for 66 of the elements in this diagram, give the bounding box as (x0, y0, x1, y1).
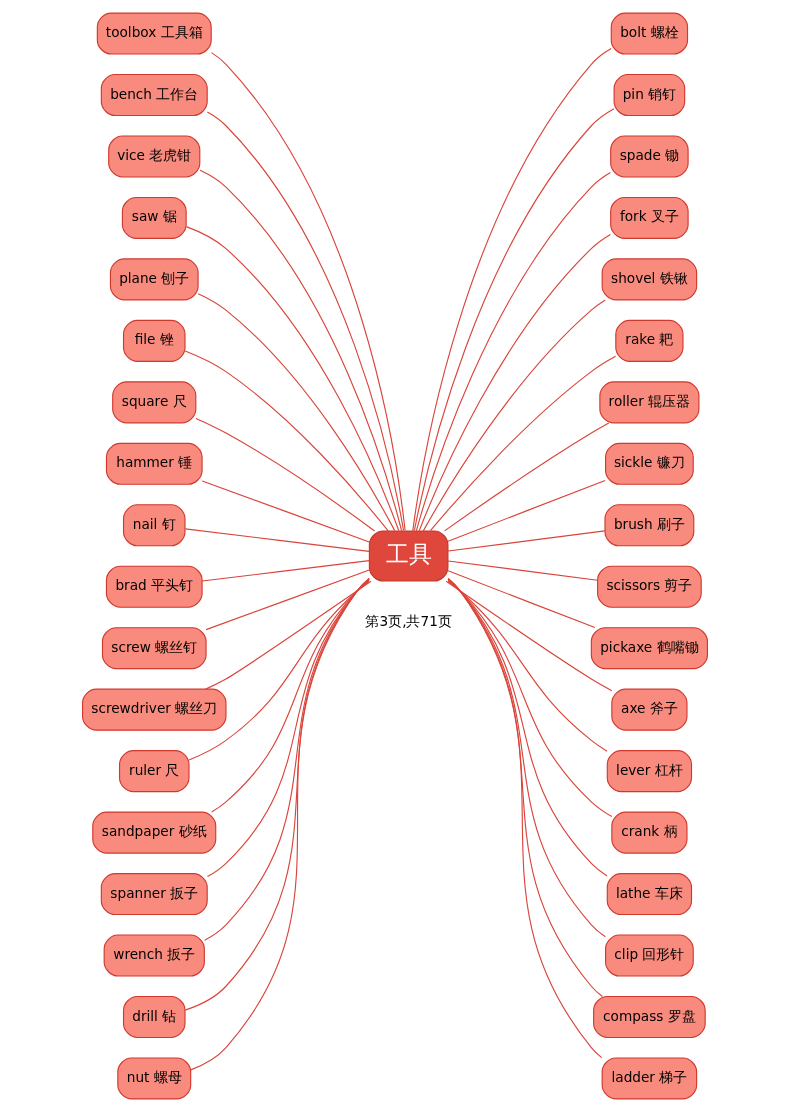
connector (447, 578, 608, 877)
connector (199, 169, 402, 532)
node-box: pin 销钉 (613, 73, 685, 117)
connector (443, 422, 609, 532)
connector (187, 580, 370, 761)
node-box: nail 钉 (122, 504, 186, 547)
node-box: screwdriver 螺丝刀 (81, 688, 227, 731)
connector (203, 578, 370, 941)
node-box: brush 刷子 (603, 504, 694, 547)
node-box: scissors 剪子 (596, 565, 702, 608)
connector (415, 172, 611, 532)
node-box: ladder 梯子 (601, 1057, 697, 1100)
connector (197, 293, 395, 532)
connector (210, 579, 370, 813)
connector (446, 578, 606, 938)
node-box: fork 叉子 (609, 196, 689, 239)
node-box: sickle 镰刀 (604, 442, 694, 485)
connector (184, 528, 370, 552)
connector (185, 226, 399, 532)
connector (205, 569, 370, 631)
node-box: file 锉 (122, 319, 186, 362)
label: 第3页,共71页 (364, 612, 452, 629)
node-box: bench 工作台 (100, 73, 208, 117)
node-box: brad 平头钉 (105, 565, 203, 608)
connector (194, 417, 375, 532)
node-box: bolt 螺栓 (610, 12, 688, 55)
node-box: spanner 扳子 (100, 873, 208, 916)
connector (447, 570, 595, 629)
node-box: axe 斧子 (610, 688, 688, 731)
node-box: hammer 锤 (105, 442, 203, 485)
node-box: rake 耙 (614, 319, 684, 362)
node-box: saw 锯 (121, 196, 187, 239)
connector (206, 578, 370, 878)
node-box: vice 老虎钳 (107, 135, 200, 178)
node-box: compass 罗盘 (592, 995, 706, 1039)
node-box: square 尺 (111, 381, 196, 424)
node-box: plane 刨子 (109, 258, 199, 301)
node-box: lever 杠杆 (606, 750, 692, 793)
connector (447, 560, 598, 581)
node-box: sandpaper 砂纸 (91, 811, 216, 854)
connector (429, 355, 616, 532)
node-box: toolbox 工具箱 (96, 12, 212, 55)
connector (445, 580, 612, 692)
connector (201, 560, 370, 582)
connector (422, 299, 606, 532)
node-box: roller 辊压器 (598, 381, 699, 424)
node-box: ruler 尺 (118, 750, 190, 793)
node-box: 工具 (368, 530, 448, 582)
node-box: crank 柄 (610, 811, 688, 854)
node-box: wrench 扳子 (103, 934, 205, 977)
node-box: nut 螺母 (116, 1057, 191, 1100)
connector (447, 580, 608, 752)
connector (418, 234, 611, 532)
connector (447, 579, 612, 818)
node-box: lathe 车床 (606, 873, 692, 916)
connector (204, 580, 371, 690)
node-box: pickaxe 鹤嘴锄 (590, 627, 708, 670)
connector (201, 480, 370, 543)
connector (447, 530, 605, 552)
connector (184, 350, 389, 532)
connector (447, 479, 606, 542)
node-box: clip 回形针 (604, 934, 694, 977)
node-box: shovel 铁锹 (601, 258, 697, 301)
node-box: drill 钻 (122, 995, 186, 1039)
node-box: screw 螺丝钉 (101, 627, 207, 670)
node-box: spade 锄 (609, 135, 689, 178)
